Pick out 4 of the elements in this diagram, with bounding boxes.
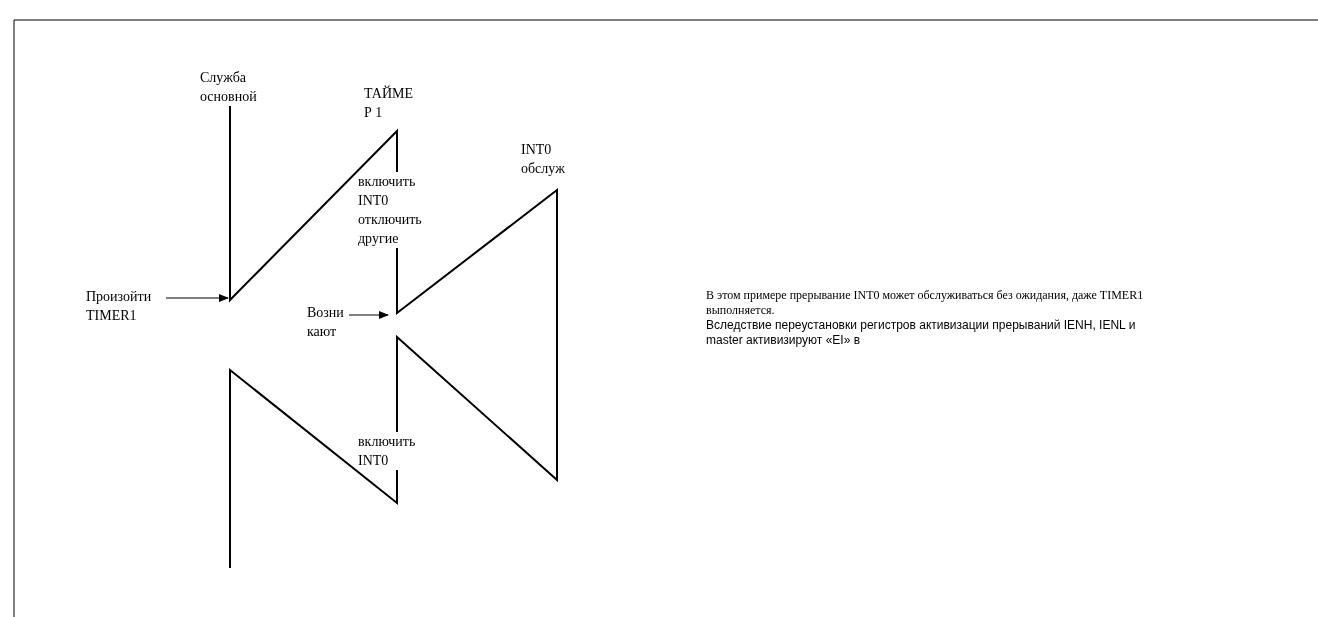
annotation-text: Произойти TIMER1 [86,287,166,325]
arrow [348,311,389,319]
annotation-text: Возни кают [307,303,349,341]
arrow [165,294,229,302]
